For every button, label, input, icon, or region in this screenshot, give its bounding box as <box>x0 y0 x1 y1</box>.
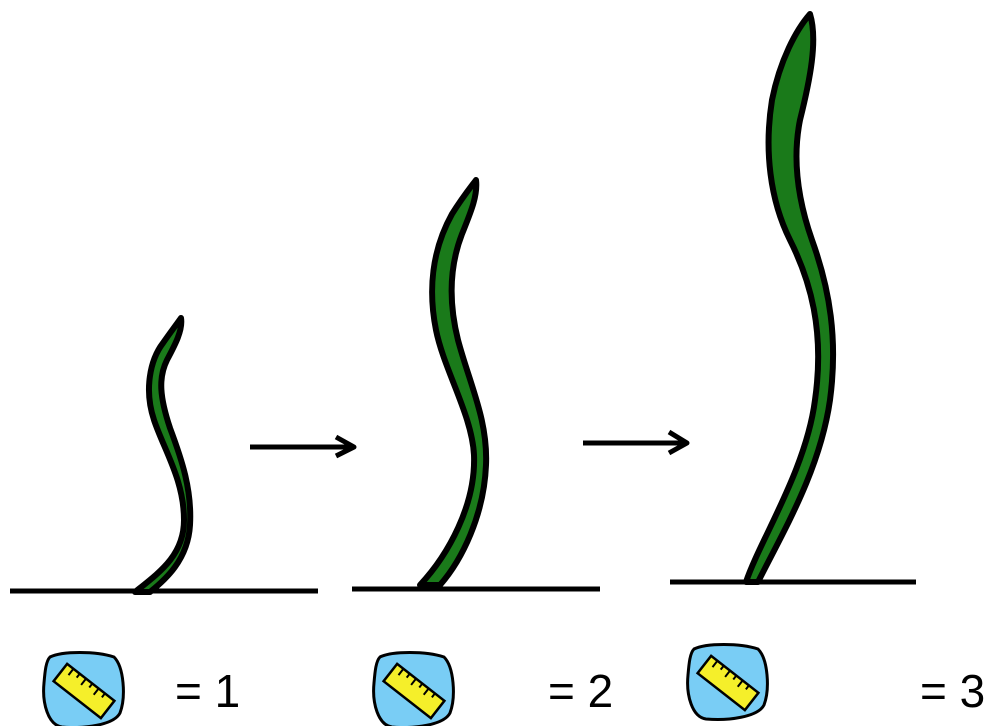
grass-blade-3 <box>746 14 833 582</box>
measure-label-1: = 1 <box>175 668 240 714</box>
arrow-right-icon <box>583 432 687 453</box>
grass-blade-2 <box>420 180 486 585</box>
stage-2-plant <box>352 180 600 589</box>
ruler-icon <box>374 653 454 726</box>
stage-3-plant <box>670 14 916 582</box>
stage-1-plant <box>10 318 318 592</box>
ruler-icon <box>688 645 768 720</box>
arrow-right-icon <box>250 437 354 456</box>
measure-label-3: = 3 <box>920 668 985 714</box>
measure-label-2: = 2 <box>548 668 613 714</box>
grass-blade-1 <box>135 318 190 592</box>
ruler-icon <box>44 653 124 726</box>
